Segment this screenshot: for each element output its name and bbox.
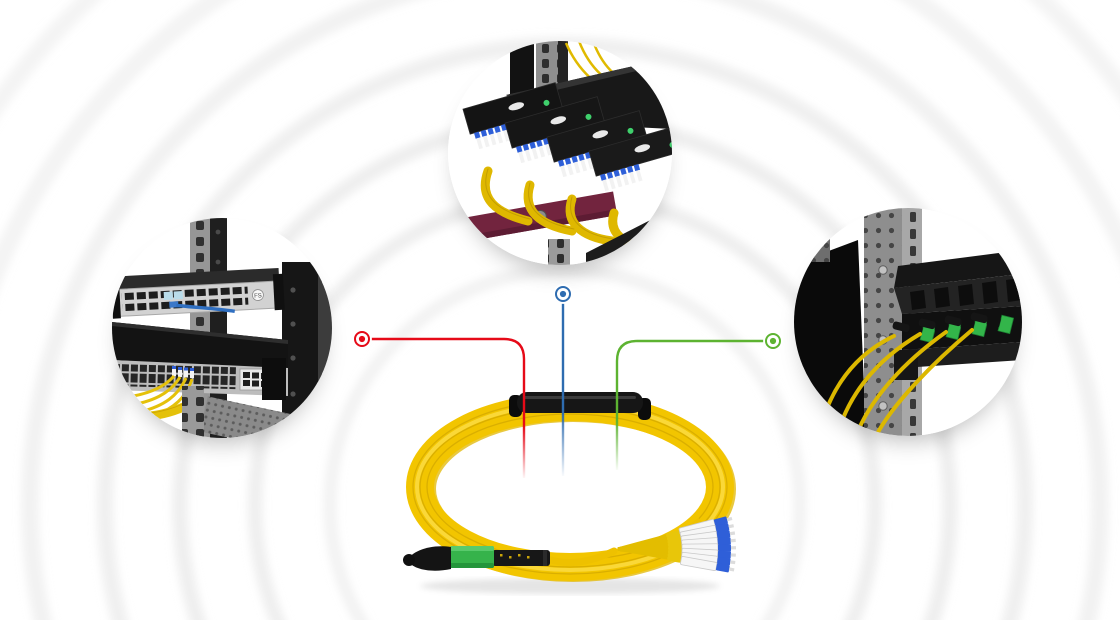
patch-panel-scene bbox=[448, 41, 672, 265]
callout-line-green bbox=[615, 339, 764, 470]
blue-patch-plug bbox=[169, 301, 179, 308]
callout-dot-red bbox=[352, 329, 372, 349]
cable-shadow bbox=[420, 578, 720, 594]
callout-dot-green bbox=[763, 331, 783, 351]
rail-bottom-slots bbox=[548, 239, 570, 265]
callout-photo-patch-panel bbox=[448, 41, 672, 265]
cassettes bbox=[462, 82, 672, 192]
breakout-sleeve bbox=[509, 392, 651, 420]
switch-bottom bbox=[112, 322, 288, 422]
lc-plugs bbox=[172, 366, 194, 378]
callout-dot-blue bbox=[553, 284, 573, 304]
callout-photo-mpo-panel bbox=[794, 208, 1022, 436]
rail-bottom-slots bbox=[182, 386, 204, 438]
switch-top: FS bbox=[112, 267, 285, 319]
rack-switches-scene: FS bbox=[112, 218, 332, 438]
mpo-connector bbox=[450, 546, 494, 568]
mpo-assembly bbox=[403, 546, 618, 571]
fs-logo: FS bbox=[254, 293, 262, 299]
mpo-crimp bbox=[492, 550, 550, 566]
blue-patch-cable bbox=[176, 303, 235, 314]
cassette bbox=[588, 124, 672, 192]
rack-rail-main bbox=[864, 208, 902, 436]
callout-line-red bbox=[371, 337, 526, 478]
lc-fan bbox=[617, 516, 737, 573]
callout-photo-rack-switches: FS bbox=[112, 218, 332, 438]
mpo-panel-scene bbox=[794, 208, 1022, 436]
mpo-boot bbox=[407, 546, 451, 571]
lc-connector bbox=[617, 547, 735, 573]
